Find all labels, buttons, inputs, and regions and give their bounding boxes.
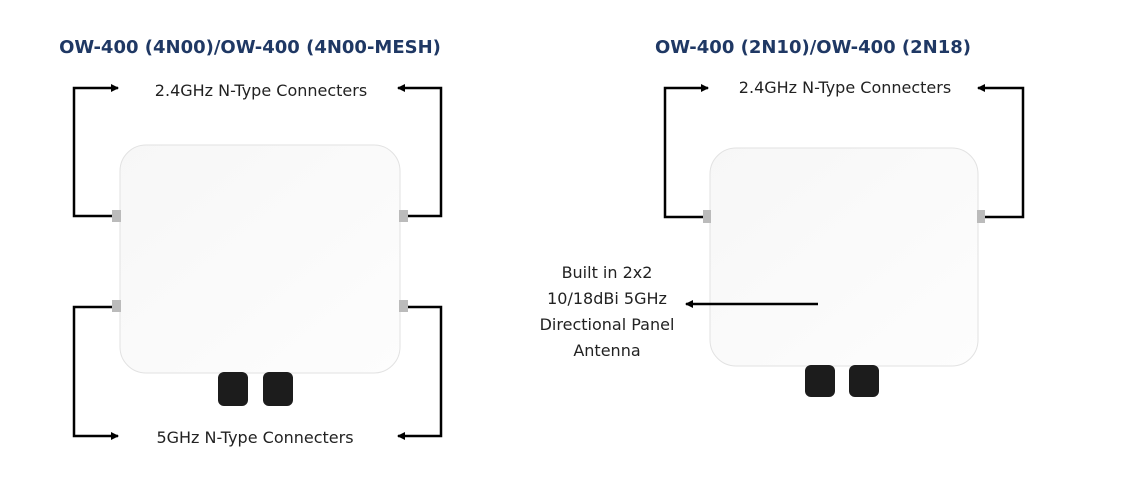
arrow-line — [397, 305, 443, 440]
arrow-line — [72, 84, 119, 218]
cable-gland-icon — [805, 365, 835, 397]
arrow-line — [72, 305, 119, 440]
left-bottom-label: 5GHz N-Type Connecters — [156, 428, 353, 447]
connector-icon — [399, 210, 408, 222]
connector-icon — [112, 300, 121, 312]
antenna-label: Built in 2x2 10/18dBi 5GHz Directional P… — [540, 263, 675, 360]
connector-icon — [399, 300, 408, 312]
left-device — [112, 144, 408, 406]
right-title: OW-400 (2N10)/OW-400 (2N18) — [655, 37, 971, 58]
svg-text:Built in 2x2: Built in 2x2 — [562, 263, 653, 282]
right-top-label: 2.4GHz N-Type Connecters — [739, 78, 951, 97]
svg-text:Directional Panel: Directional Panel — [540, 315, 675, 334]
cable-gland-icon — [218, 372, 248, 406]
cable-gland-icon — [849, 365, 879, 397]
connector-icon — [703, 210, 711, 223]
svg-text:10/18dBi 5GHz: 10/18dBi 5GHz — [547, 289, 667, 308]
connector-icon — [977, 210, 985, 223]
connector-icon — [112, 210, 121, 222]
cable-gland-icon — [263, 372, 293, 406]
arrow-line — [663, 84, 709, 219]
svg-text:Antenna: Antenna — [573, 341, 640, 360]
left-top-label: 2.4GHz N-Type Connecters — [155, 81, 367, 100]
left-title: OW-400 (4N00)/OW-400 (4N00-MESH) — [59, 37, 441, 58]
right-device — [703, 147, 985, 397]
arrow-line — [397, 84, 443, 218]
arrow-line — [977, 84, 1025, 219]
